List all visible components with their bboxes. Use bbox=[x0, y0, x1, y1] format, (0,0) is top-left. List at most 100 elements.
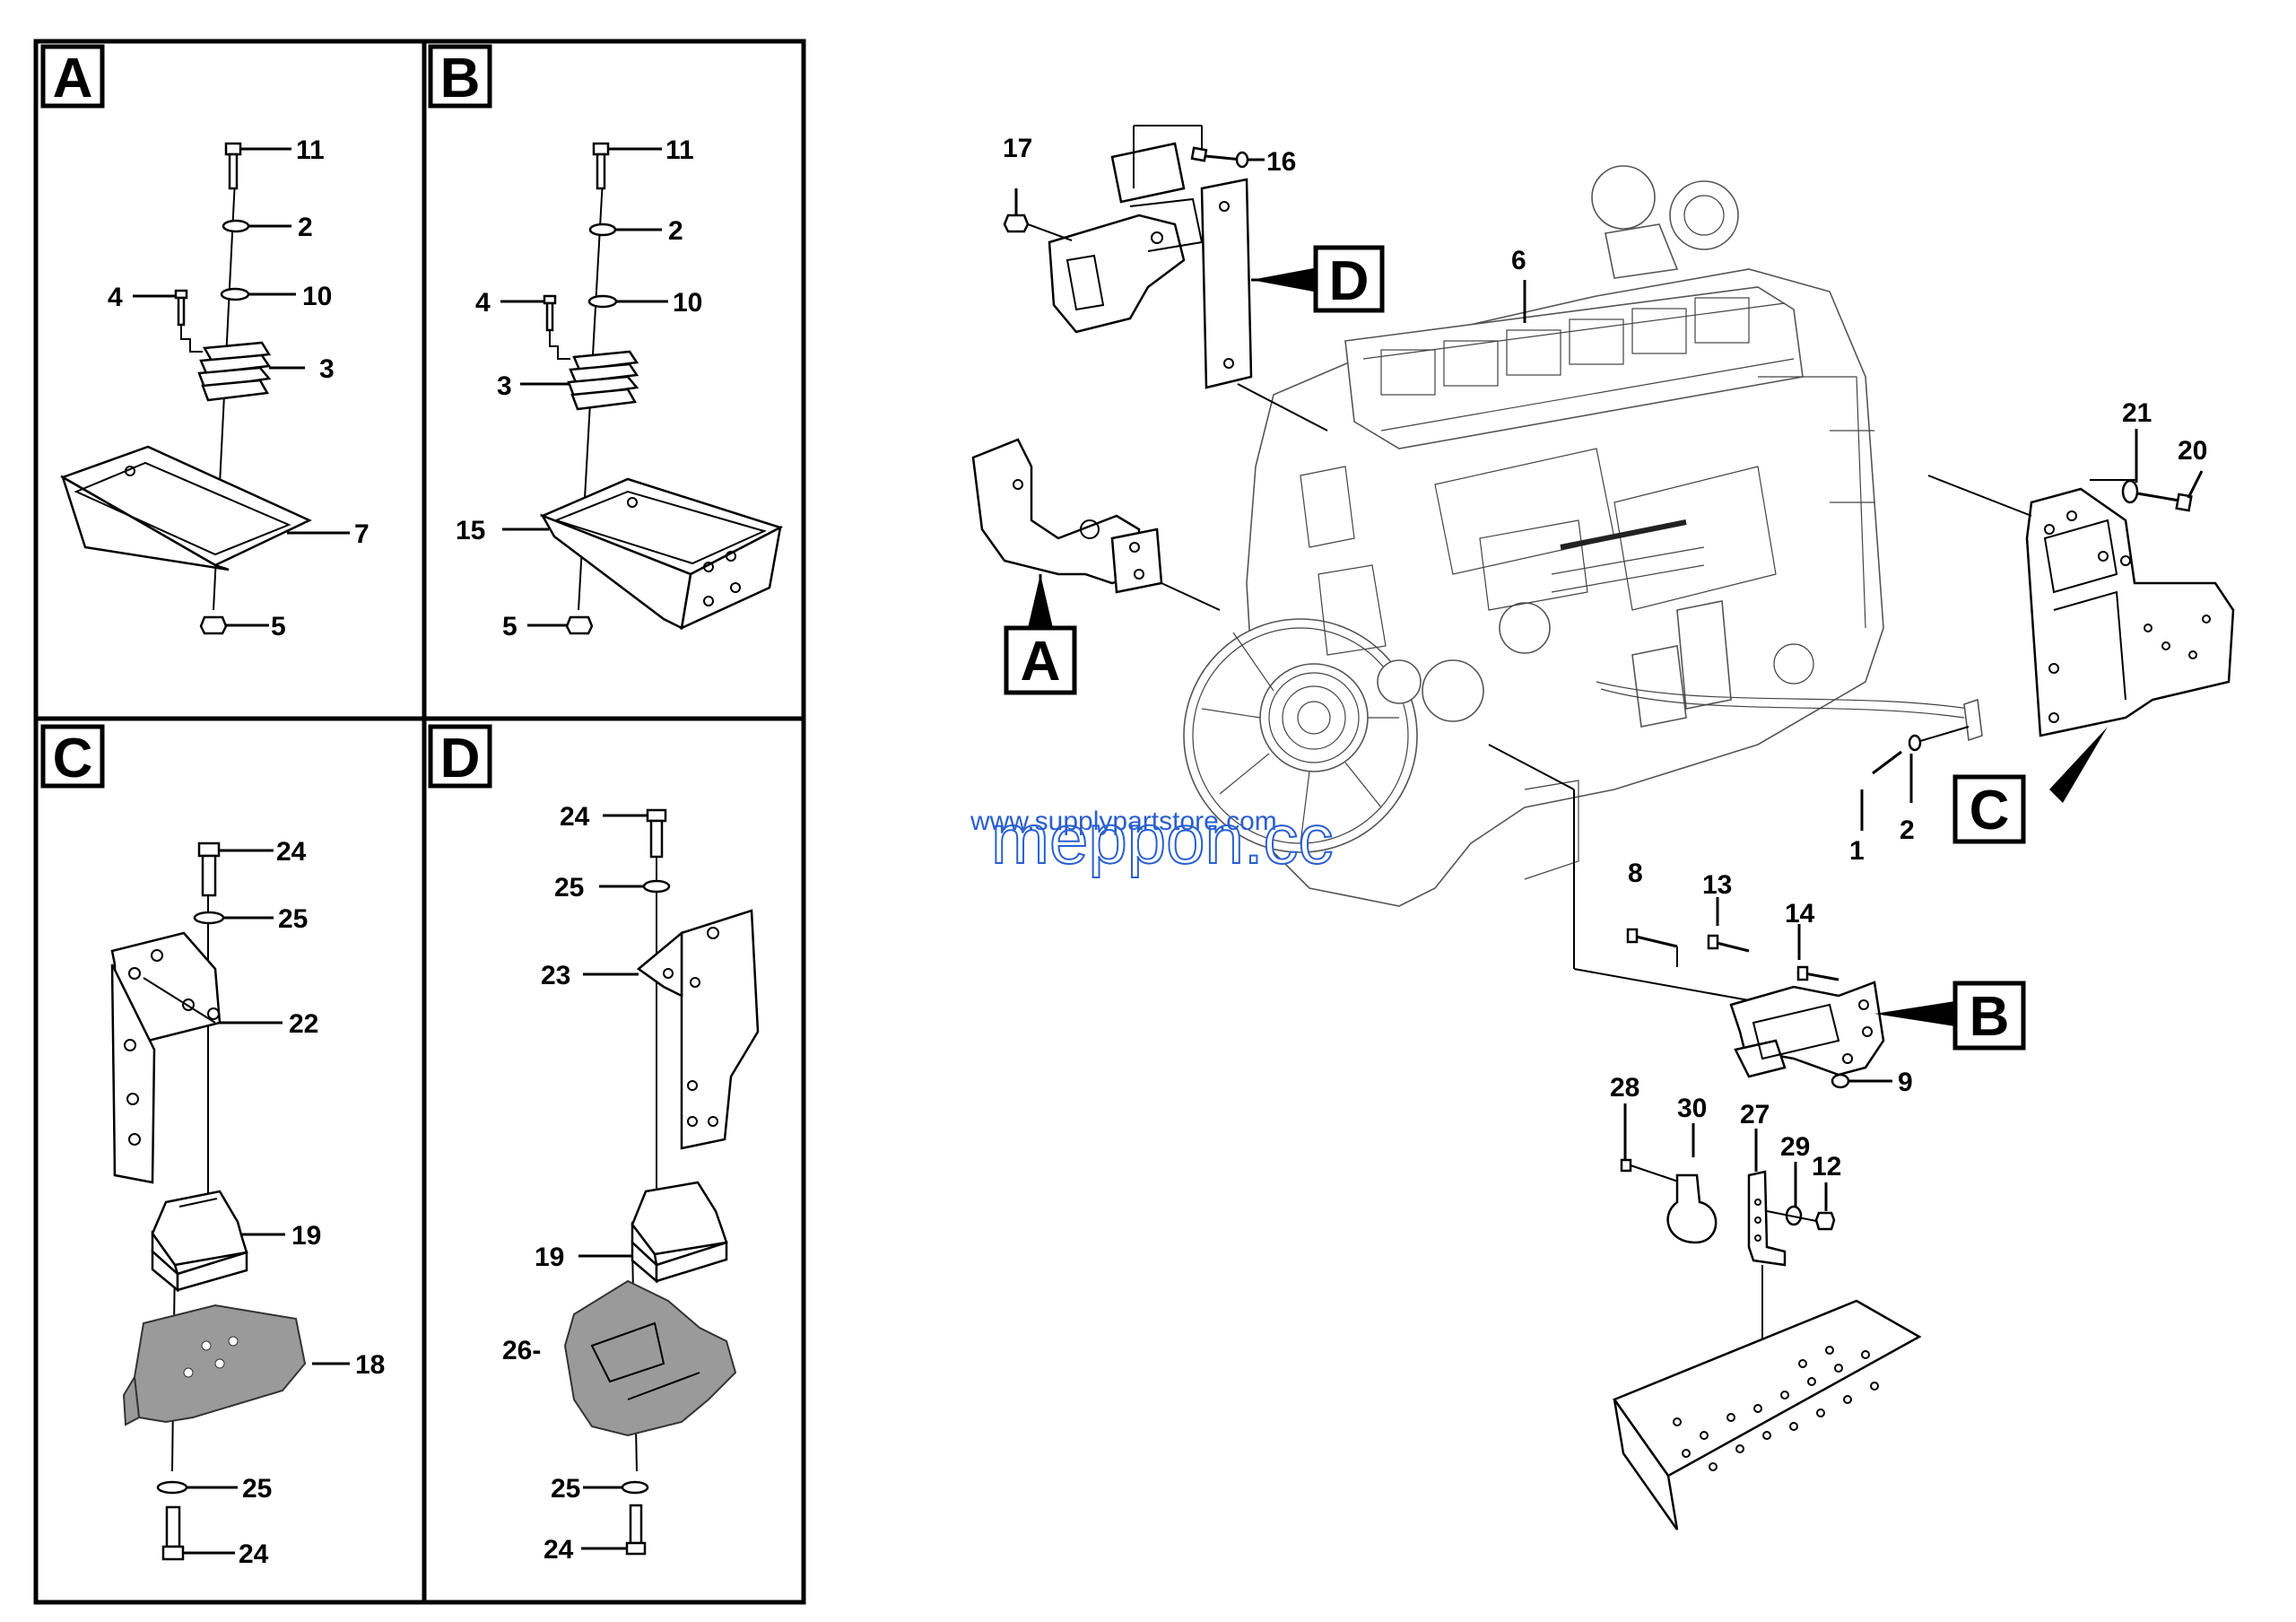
bracket-view-b bbox=[1488, 744, 1955, 1089]
svg-text:20: 20 bbox=[2178, 436, 2207, 466]
svg-text:24: 24 bbox=[276, 837, 307, 867]
bracket-22-icon bbox=[110, 931, 222, 1184]
main-callouts: 17 16 6 21 20 1 2 8 13 14 9 28 30 27 29 … bbox=[1003, 134, 2207, 1182]
svg-text:21: 21 bbox=[2122, 398, 2152, 428]
svg-text:25: 25 bbox=[554, 873, 584, 903]
bolt-24-icon bbox=[646, 808, 667, 859]
svg-text:11: 11 bbox=[665, 135, 694, 165]
svg-text:1: 1 bbox=[1849, 836, 1865, 866]
svg-text:17: 17 bbox=[1003, 134, 1032, 163]
svg-text:9: 9 bbox=[1898, 1068, 1913, 1097]
svg-text:24: 24 bbox=[560, 802, 590, 832]
svg-text:D: D bbox=[1329, 250, 1370, 312]
bolt-4-icon bbox=[543, 294, 557, 332]
view-d-box: D bbox=[1313, 245, 1385, 313]
svg-text:7: 7 bbox=[354, 519, 370, 549]
view-b-box: B bbox=[1952, 981, 2026, 1051]
washer-10-icon bbox=[220, 287, 250, 301]
svg-text:10: 10 bbox=[673, 288, 702, 318]
svg-text:2: 2 bbox=[1900, 815, 1915, 845]
view-a-box: A bbox=[1004, 625, 1077, 695]
bracket-26-icon bbox=[563, 1279, 737, 1437]
washer-25-icon bbox=[156, 1480, 188, 1495]
svg-text:4: 4 bbox=[475, 288, 491, 318]
svg-text:28: 28 bbox=[1610, 1073, 1639, 1103]
svg-text:3: 3 bbox=[319, 354, 335, 384]
washer-25-icon bbox=[193, 911, 225, 925]
svg-text:30: 30 bbox=[1677, 1094, 1707, 1123]
svg-text:2: 2 bbox=[668, 216, 683, 246]
svg-text:B: B bbox=[1970, 986, 2010, 1048]
washer-25-icon bbox=[621, 1480, 649, 1495]
panel-b-label: B bbox=[428, 44, 492, 109]
nut-5-icon bbox=[565, 615, 594, 635]
washer-2-icon bbox=[588, 222, 617, 237]
svg-text:2: 2 bbox=[298, 213, 313, 242]
panel-c: 24 25 22 19 18 25 24 bbox=[110, 837, 385, 1569]
svg-text:C: C bbox=[53, 728, 93, 789]
panel-b: 11 2 4 10 3 15 5 bbox=[456, 135, 784, 641]
bolt-11-icon bbox=[224, 142, 242, 190]
panel-a: 11 2 10 4 3 7 5 bbox=[60, 135, 370, 641]
svg-text:C: C bbox=[1970, 780, 2010, 842]
svg-text:19: 19 bbox=[291, 1221, 321, 1251]
bracket-view-a bbox=[971, 438, 1221, 628]
panel-c-label: C bbox=[40, 724, 105, 789]
svg-text:19: 19 bbox=[535, 1243, 564, 1272]
svg-text:23: 23 bbox=[541, 961, 570, 990]
svg-text:25: 25 bbox=[242, 1474, 272, 1504]
svg-text:22: 22 bbox=[289, 1009, 318, 1039]
svg-text:www.supplypartstore.com: www.supplypartstore.com bbox=[970, 807, 1277, 836]
bracket-15-icon bbox=[539, 477, 784, 631]
svg-text:14: 14 bbox=[1785, 899, 1815, 929]
panel-d-label: D bbox=[428, 724, 492, 789]
fasteners-1-2 bbox=[1860, 726, 1970, 831]
svg-text:25: 25 bbox=[278, 904, 308, 934]
bolt-4-icon bbox=[174, 289, 188, 327]
rubber-mount-19-icon bbox=[151, 1190, 248, 1293]
svg-text:27: 27 bbox=[1740, 1100, 1770, 1129]
svg-text:B: B bbox=[440, 48, 481, 109]
bracket-view-d bbox=[1003, 125, 1328, 432]
washer-10-icon bbox=[587, 294, 618, 309]
nut-5-icon bbox=[199, 615, 228, 635]
svg-text:A: A bbox=[1021, 631, 1061, 693]
engine-assembly bbox=[1183, 165, 1983, 907]
bracket-23-icon bbox=[636, 909, 760, 1150]
svg-text:26-: 26- bbox=[502, 1336, 541, 1365]
svg-text:11: 11 bbox=[296, 135, 325, 165]
svg-text:5: 5 bbox=[502, 612, 517, 641]
svg-text:25: 25 bbox=[551, 1474, 580, 1504]
svg-text:24: 24 bbox=[239, 1539, 269, 1569]
bolt-11-icon bbox=[592, 142, 610, 190]
svg-text:18: 18 bbox=[355, 1350, 385, 1380]
svg-text:24: 24 bbox=[544, 1535, 574, 1565]
svg-text:13: 13 bbox=[1702, 870, 1732, 900]
svg-text:meppon.cc: meppon.cc bbox=[991, 799, 1334, 878]
rubber-mount-19-icon bbox=[631, 1181, 728, 1284]
svg-text:D: D bbox=[440, 728, 481, 789]
rubber-mount-3-icon bbox=[197, 341, 272, 402]
svg-text:8: 8 bbox=[1628, 859, 1643, 888]
watermark: meppon.cc www.supplypartstore.com bbox=[970, 798, 1335, 879]
rubber-mount-3-icon bbox=[567, 350, 639, 411]
panel-grid bbox=[33, 39, 806, 1605]
bolt-24-icon bbox=[625, 1504, 647, 1556]
washer-2-icon bbox=[222, 219, 250, 233]
svg-text:29: 29 bbox=[1780, 1132, 1810, 1162]
frame-clip-assembly bbox=[1613, 1103, 1922, 1530]
svg-text:12: 12 bbox=[1812, 1152, 1841, 1182]
bracket-view-c bbox=[1927, 429, 2235, 803]
svg-text:6: 6 bbox=[1511, 246, 1526, 275]
svg-text:5: 5 bbox=[271, 612, 286, 641]
svg-text:16: 16 bbox=[1266, 147, 1296, 177]
washer-25-icon bbox=[642, 879, 671, 894]
svg-text:15: 15 bbox=[456, 516, 485, 545]
bolt-24-icon bbox=[161, 1505, 185, 1561]
panel-d: 26- 24 25 23 19 25 24 bbox=[502, 802, 760, 1565]
bolt-24-icon bbox=[197, 842, 221, 897]
svg-text:4: 4 bbox=[108, 283, 123, 312]
svg-text:3: 3 bbox=[497, 371, 512, 401]
svg-text:A: A bbox=[53, 48, 93, 109]
